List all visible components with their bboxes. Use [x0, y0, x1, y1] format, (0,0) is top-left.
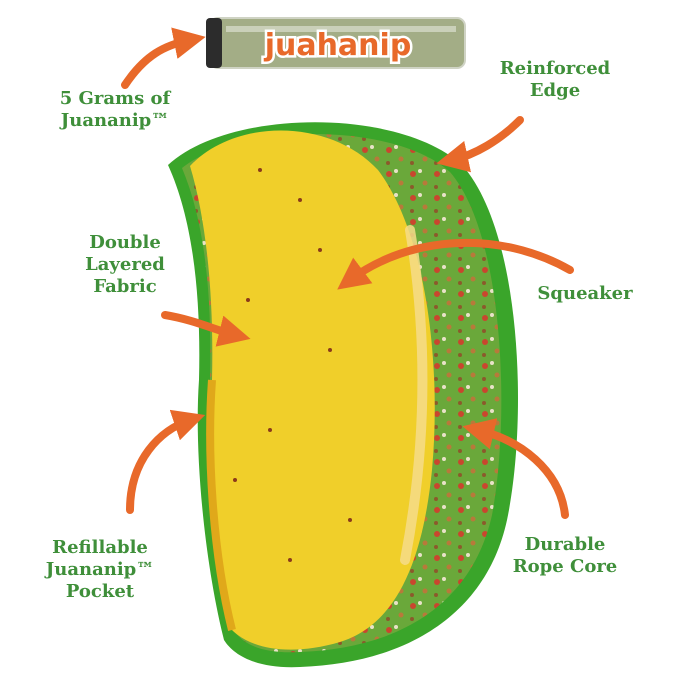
arrow-fabric — [161, 311, 251, 347]
label-line: Edge — [529, 80, 581, 101]
label-rope: Durable Rope Core — [490, 534, 640, 578]
label-line: Juananip™ — [45, 559, 155, 580]
label-line: Reinforced — [499, 58, 611, 79]
label-squeaker: Squeaker — [515, 283, 655, 305]
arrow-grams — [121, 27, 206, 89]
label-fabric: Double Layered Fabric — [55, 232, 195, 298]
rope-core — [400, 225, 428, 565]
label-line: 5 Grams of — [59, 88, 171, 109]
label-pocket: Refillable Juananip™ Pocket — [25, 537, 175, 603]
label-edge: Reinforced Edge — [480, 58, 630, 102]
arrow-pocket — [126, 409, 206, 514]
arrow-rope — [462, 418, 569, 519]
label-line: Squeaker — [537, 283, 633, 304]
tortilla — [190, 130, 435, 650]
label-line: Durable — [524, 534, 606, 555]
label-grams: 5 Grams of Juananip™ — [40, 88, 190, 132]
label-line: Pocket — [65, 581, 135, 602]
label-line: Double — [89, 232, 161, 253]
juananip-logo: juahanip — [264, 28, 412, 63]
catnip-tube: juahanip — [206, 17, 466, 69]
label-line: Fabric — [93, 276, 157, 297]
arrow-squeaker — [337, 238, 574, 290]
label-line: Layered — [85, 254, 165, 275]
label-line: Rope Core — [512, 556, 618, 577]
label-line: Juananip™ — [60, 110, 170, 131]
arrow-edge — [436, 116, 524, 173]
tortilla-spots — [233, 168, 352, 562]
callout-arrows — [121, 27, 574, 519]
label-line: Refillable — [52, 537, 148, 558]
tortilla-pocket-edge — [206, 379, 236, 631]
